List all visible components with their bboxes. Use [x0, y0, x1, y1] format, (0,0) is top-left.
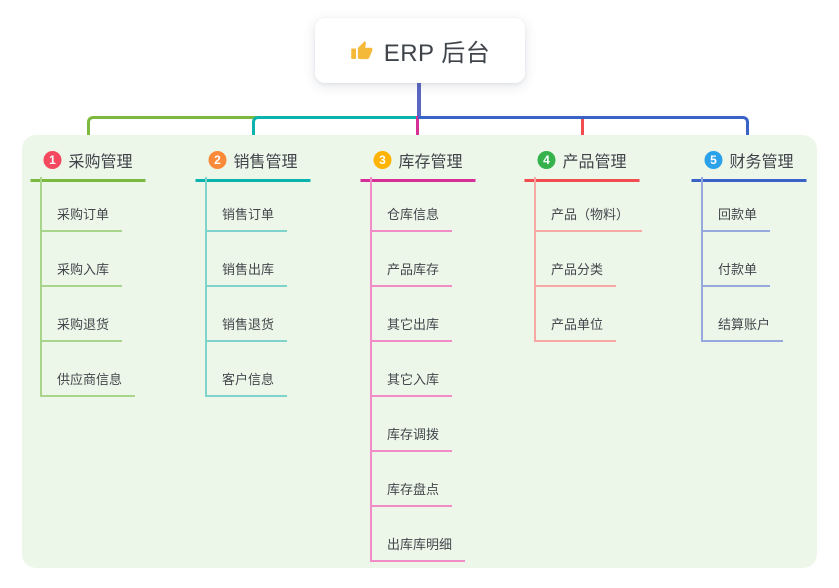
leaf-node[interactable]: 库存盘点 [370, 452, 453, 507]
branch-items: 销售订单销售出库销售退货客户信息 [205, 180, 288, 397]
leaf-node[interactable]: 付款单 [701, 232, 771, 287]
branch-node-2[interactable]: 2 销售管理 [195, 148, 311, 182]
branch-title: 销售管理 [233, 154, 298, 171]
branch-title: 库存管理 [398, 154, 463, 171]
leaf-node[interactable]: 出库库明细 [370, 507, 466, 562]
branch-child-line [370, 177, 372, 562]
thumbs-up-icon [350, 39, 374, 63]
connector-finance [418, 116, 749, 146]
leaf-node[interactable]: 结算账户 [701, 287, 784, 342]
leaf-node[interactable]: 采购订单 [40, 180, 123, 232]
root-stem-connector [417, 83, 421, 117]
leaf-node[interactable]: 采购入库 [40, 232, 123, 287]
leaf-node[interactable]: 销售退货 [205, 287, 288, 342]
leaf-node[interactable]: 客户信息 [205, 342, 288, 397]
branch-title: 采购管理 [68, 154, 133, 171]
branch-child-line [40, 177, 42, 397]
branch-number-badge: 3 [373, 151, 392, 169]
connector-inventory [416, 116, 419, 146]
leaf-node[interactable]: 产品（物料） [534, 180, 643, 232]
root-node[interactable]: ERP 后台 [315, 18, 525, 83]
leaf-node[interactable]: 库存调拨 [370, 397, 453, 452]
branch-title: 产品管理 [562, 154, 627, 171]
branch-items: 仓库信息产品库存其它出库其它入库库存调拨库存盘点出库库明细 [370, 180, 466, 562]
leaf-node[interactable]: 其它出库 [370, 287, 453, 342]
branch-number-badge: 4 [537, 151, 556, 169]
leaf-node[interactable]: 销售出库 [205, 232, 288, 287]
leaf-node[interactable]: 回款单 [701, 180, 771, 232]
branch-node-3[interactable]: 3 库存管理 [360, 148, 476, 182]
branch-items: 采购订单采购入库采购退货供应商信息 [40, 180, 136, 397]
branch-title: 财务管理 [729, 154, 794, 171]
branch-node-1[interactable]: 1 采购管理 [30, 148, 146, 182]
branch-child-line [205, 177, 207, 397]
branch-node-5[interactable]: 5 财务管理 [691, 148, 807, 182]
branch-number-badge: 5 [704, 151, 723, 169]
leaf-node[interactable]: 产品单位 [534, 287, 617, 342]
branch-number-badge: 1 [43, 151, 62, 169]
leaf-node[interactable]: 其它入库 [370, 342, 453, 397]
branch-child-line [534, 177, 536, 342]
branch-items: 产品（物料）产品分类产品单位 [534, 180, 643, 342]
branch-number-badge: 2 [208, 151, 227, 169]
branch-child-line [701, 177, 703, 342]
leaf-node[interactable]: 产品库存 [370, 232, 453, 287]
leaf-node[interactable]: 采购退货 [40, 287, 123, 342]
connector-product [581, 116, 584, 146]
branch-items: 回款单付款单结算账户 [701, 180, 784, 342]
leaf-node[interactable]: 供应商信息 [40, 342, 136, 397]
branches-panel [22, 135, 817, 568]
root-node-label: ERP 后台 [383, 40, 491, 67]
branch-node-4[interactable]: 4 产品管理 [524, 148, 640, 182]
leaf-node[interactable]: 产品分类 [534, 232, 617, 287]
leaf-node[interactable]: 销售订单 [205, 180, 288, 232]
connector-sales [252, 116, 419, 146]
leaf-node[interactable]: 仓库信息 [370, 180, 453, 232]
